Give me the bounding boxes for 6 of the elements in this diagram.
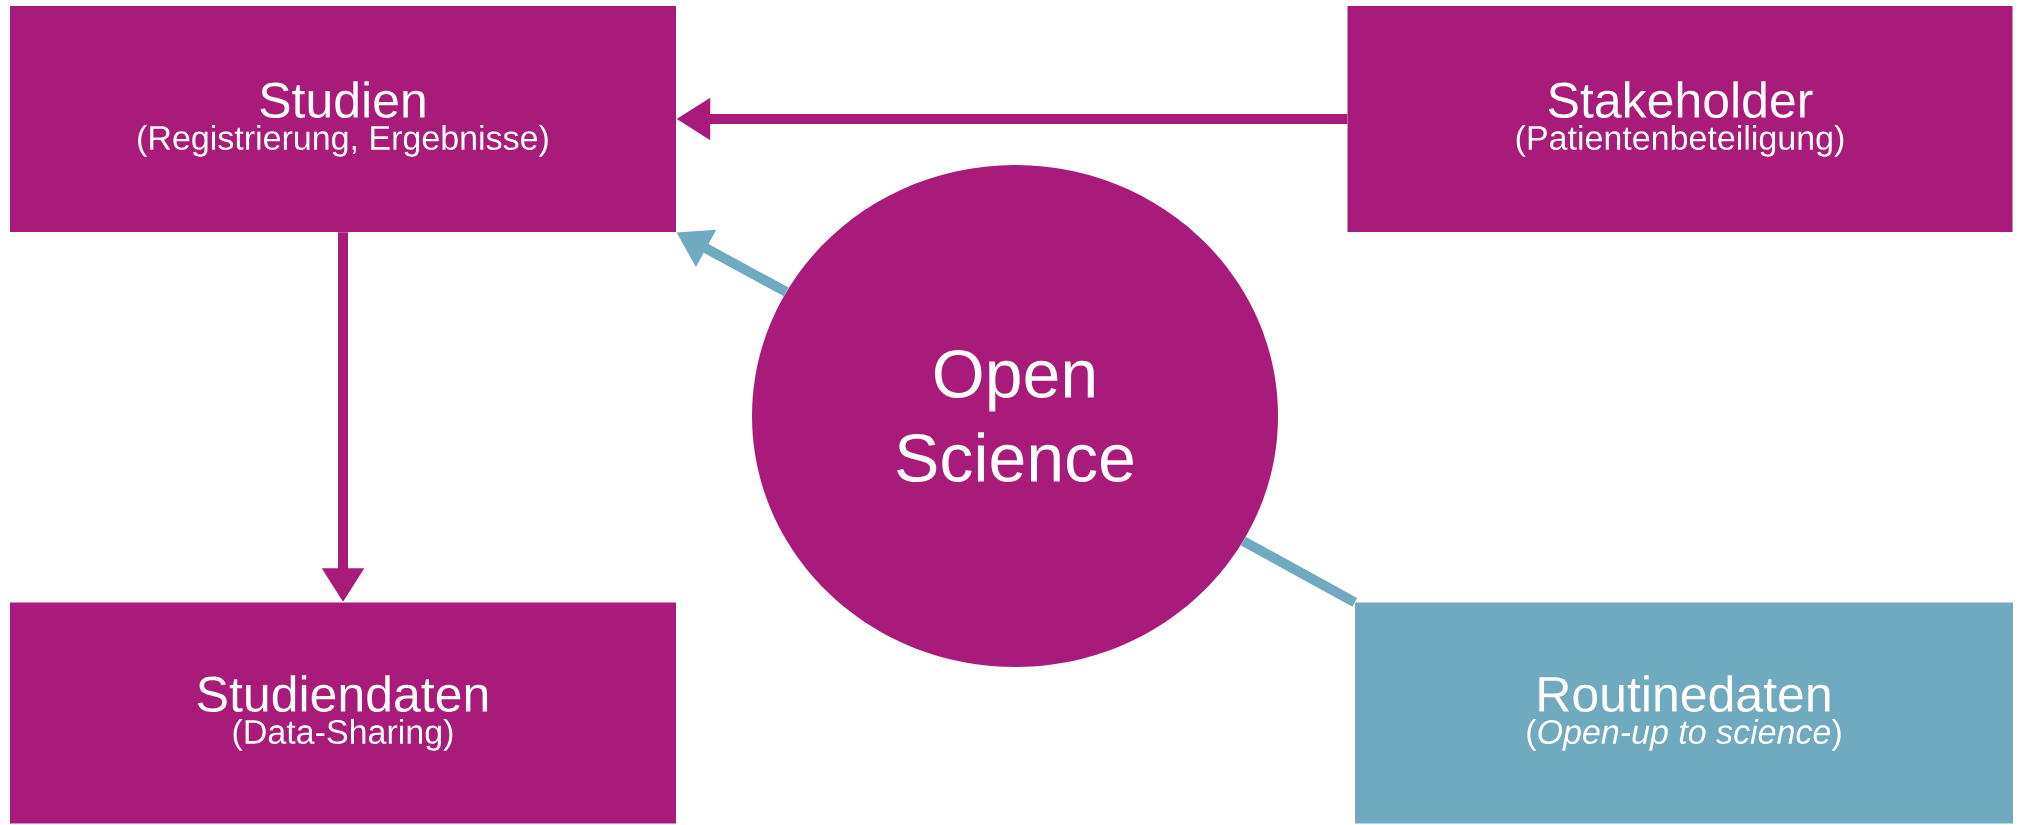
- circle-node: Open Science: [752, 165, 1278, 667]
- process-box: Routinedaten (Open-up to science): [1355, 602, 2013, 824]
- process-box: Studien (Registrierung, Ergebnisse): [10, 6, 676, 232]
- process-box: Stakeholder (Patientenbeteiligung): [1347, 6, 2013, 232]
- connector-line: [1240, 536, 1358, 607]
- process-box: Studiendaten (Data-Sharing): [10, 602, 676, 824]
